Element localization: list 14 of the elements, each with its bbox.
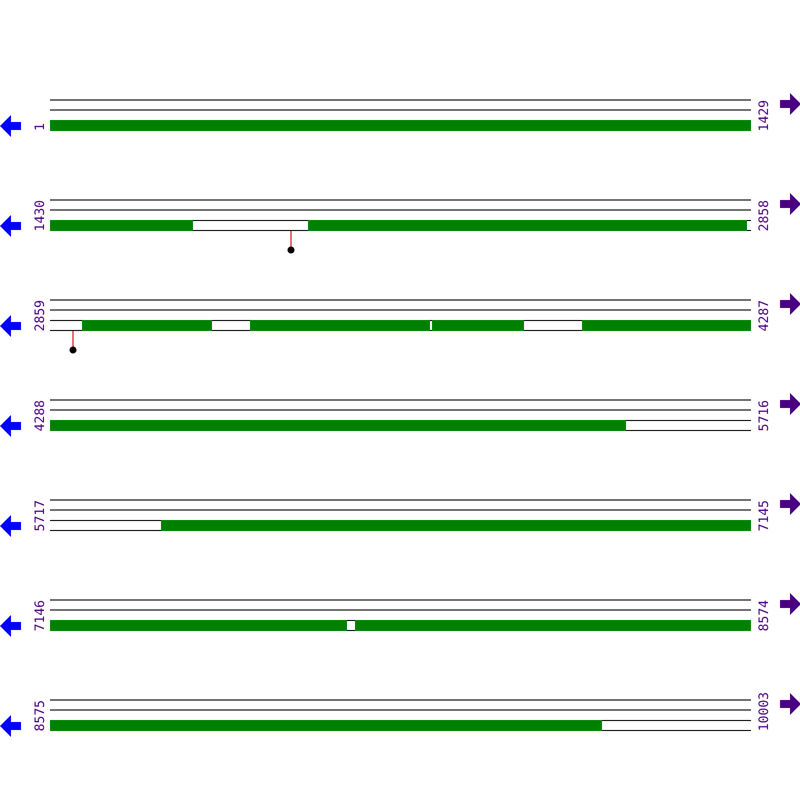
position-number: 8575 (34, 700, 48, 731)
position-number: 2858 (758, 200, 772, 231)
position-number: 1 (34, 123, 48, 131)
position-number: 1429 (758, 100, 772, 131)
position-number: 1430 (34, 200, 48, 231)
position-number: 2859 (34, 300, 48, 331)
position-number: 10003 (758, 692, 772, 731)
position-number: 4288 (34, 400, 48, 431)
position-number: 8574 (758, 600, 772, 631)
position-number: 5716 (758, 400, 772, 431)
position-number: 4287 (758, 300, 772, 331)
position-number: 5717 (34, 500, 48, 531)
position-number: 7145 (758, 500, 772, 531)
position-number: 7146 (34, 600, 48, 631)
